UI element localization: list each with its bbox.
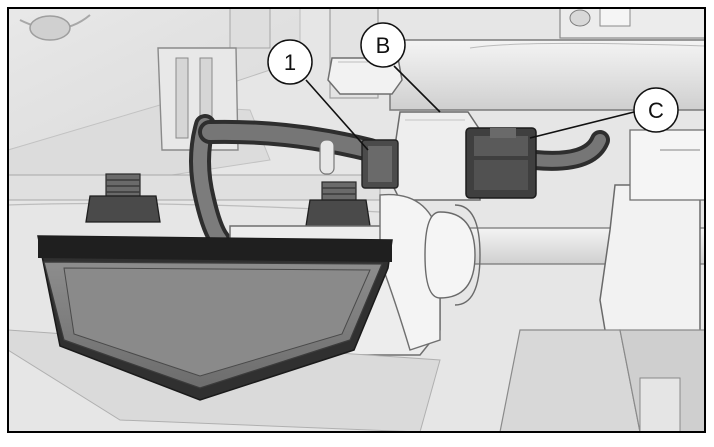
leader-lines [305,65,635,151]
callout-1-label: 1 [284,50,296,75]
leader-line-c [529,111,635,139]
callout-b: B [360,22,406,68]
leader-line-1 [305,79,369,151]
leader-line-b [393,65,441,113]
light-lens [37,235,393,401]
callout-c: C [633,87,679,133]
bolt-left [85,173,161,223]
callout-1: 1 [267,39,313,85]
bolt-right [305,181,371,227]
callout-c-label: C [648,98,664,123]
scene [8,8,705,432]
figure-frame [7,7,706,433]
callout-b-label: B [376,33,391,58]
